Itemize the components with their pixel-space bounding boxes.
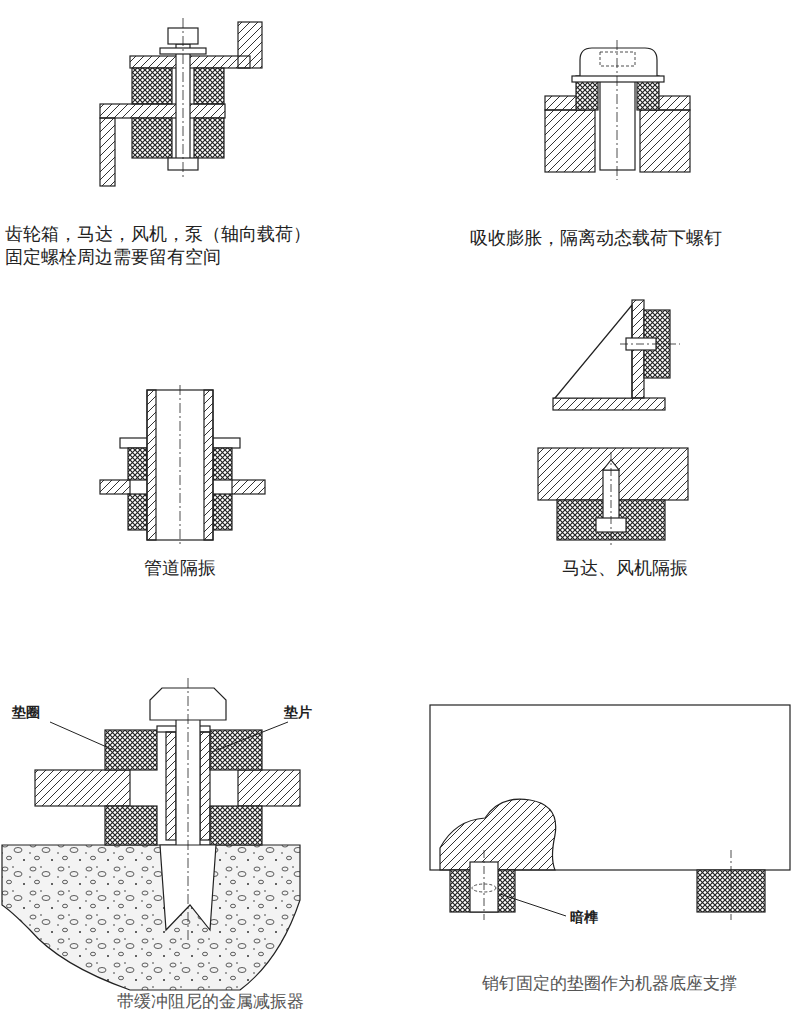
caption: 吸收膨胀，隔离动态载荷下螺钉: [470, 226, 790, 249]
figure-axial-mount: [100, 18, 262, 186]
part-label: 垫片: [284, 703, 344, 721]
figure-screw-isolator: [545, 40, 690, 180]
figure-metal-damper: [2, 678, 300, 990]
caption: 销钉固定的垫圈作为机器底座支撑: [424, 972, 794, 994]
figure-motor-isolator: [538, 300, 688, 545]
caption: 齿轮箱，马达，风机，泵（轴向载荷） 固定螺栓周边需要留有空间: [5, 222, 385, 269]
figure-pipe-isolator: [100, 385, 265, 545]
caption: 带缓冲阻尼的金属减振器: [40, 990, 380, 1012]
caption: 管道隔振: [80, 556, 280, 579]
figure-dowel-pad: [430, 705, 790, 920]
part-label: 垫圈: [12, 703, 72, 721]
part-label: 暗榫: [570, 908, 630, 926]
caption: 马达、风机隔振: [510, 556, 740, 579]
